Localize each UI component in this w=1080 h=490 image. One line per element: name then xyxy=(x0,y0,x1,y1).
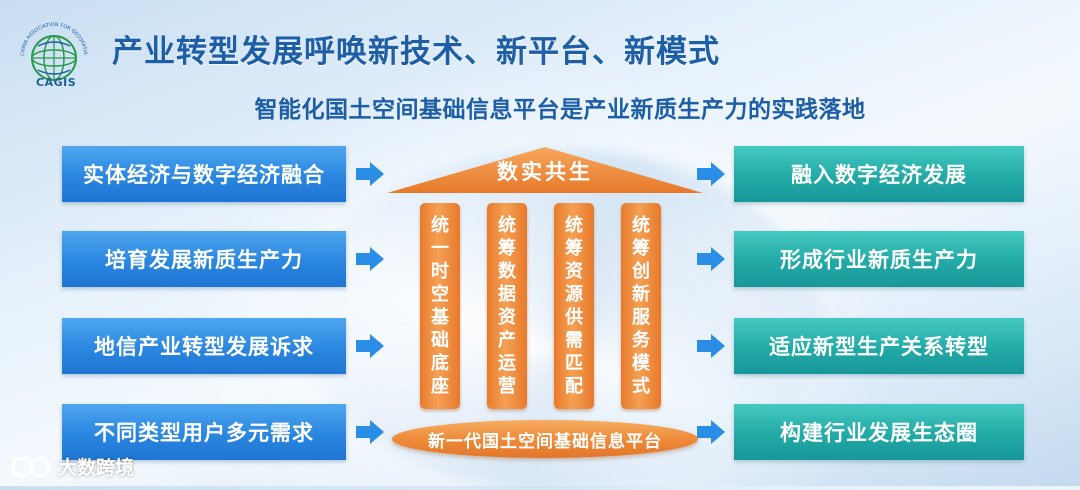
logo-text: CAGIS xyxy=(36,76,76,89)
watermark-text: 大数跨境 xyxy=(58,453,134,480)
left-item-3: 地信产业转型发展诉求 xyxy=(62,318,346,374)
pillar-label: 统 筹 数 据 资 产 运 营 xyxy=(498,214,516,398)
left-arrow-icon-2 xyxy=(356,247,384,271)
left-item-2: 培育发展新质生产力 xyxy=(62,231,346,287)
page-subtitle: 智能化国土空间基础信息平台是产业新质生产力的实践落地 xyxy=(0,90,1080,124)
left-arrow-icon-4 xyxy=(356,420,384,444)
left-arrow-icon-1 xyxy=(356,162,384,186)
platform-base: 新一代国土空间基础信息平台 xyxy=(392,420,698,458)
pillar-4: 统 筹 创 新 服 务 模 式 xyxy=(621,203,661,409)
pillar-label: 统 一 时 空 基 础 底 座 xyxy=(431,214,449,398)
pillar-label: 统 筹 资 源 供 需 匹 配 xyxy=(565,214,583,398)
right-arrow-icon-2 xyxy=(697,247,725,271)
left-item-4: 不同类型用户多元需求 xyxy=(62,404,346,460)
watermark: 大数跨境 xyxy=(10,453,134,480)
right-item-4: 构建行业发展生态圈 xyxy=(734,404,1024,460)
right-item-3: 适应新型生产关系转型 xyxy=(734,318,1024,374)
right-arrow-icon-4 xyxy=(697,420,725,444)
roof-label: 数实共生 xyxy=(385,156,705,186)
right-item-2: 形成行业新质生产力 xyxy=(734,231,1024,287)
page-title: 产业转型发展呼唤新技术、新平台、新模式 xyxy=(112,26,720,71)
pillar-1: 统 一 时 空 基 础 底 座 xyxy=(420,203,460,409)
left-arrow-icon-3 xyxy=(356,334,384,358)
pillar-label: 统 筹 创 新 服 务 模 式 xyxy=(632,214,650,398)
pillar-2: 统 筹 数 据 资 产 运 营 xyxy=(487,203,527,409)
right-arrow-icon-3 xyxy=(697,334,725,358)
right-item-1: 融入数字经济发展 xyxy=(734,146,1024,202)
left-item-1: 实体经济与数字经济融合 xyxy=(62,146,346,202)
watermark-logo-icon xyxy=(10,454,52,480)
pillar-3: 统 筹 资 源 供 需 匹 配 xyxy=(554,203,594,409)
